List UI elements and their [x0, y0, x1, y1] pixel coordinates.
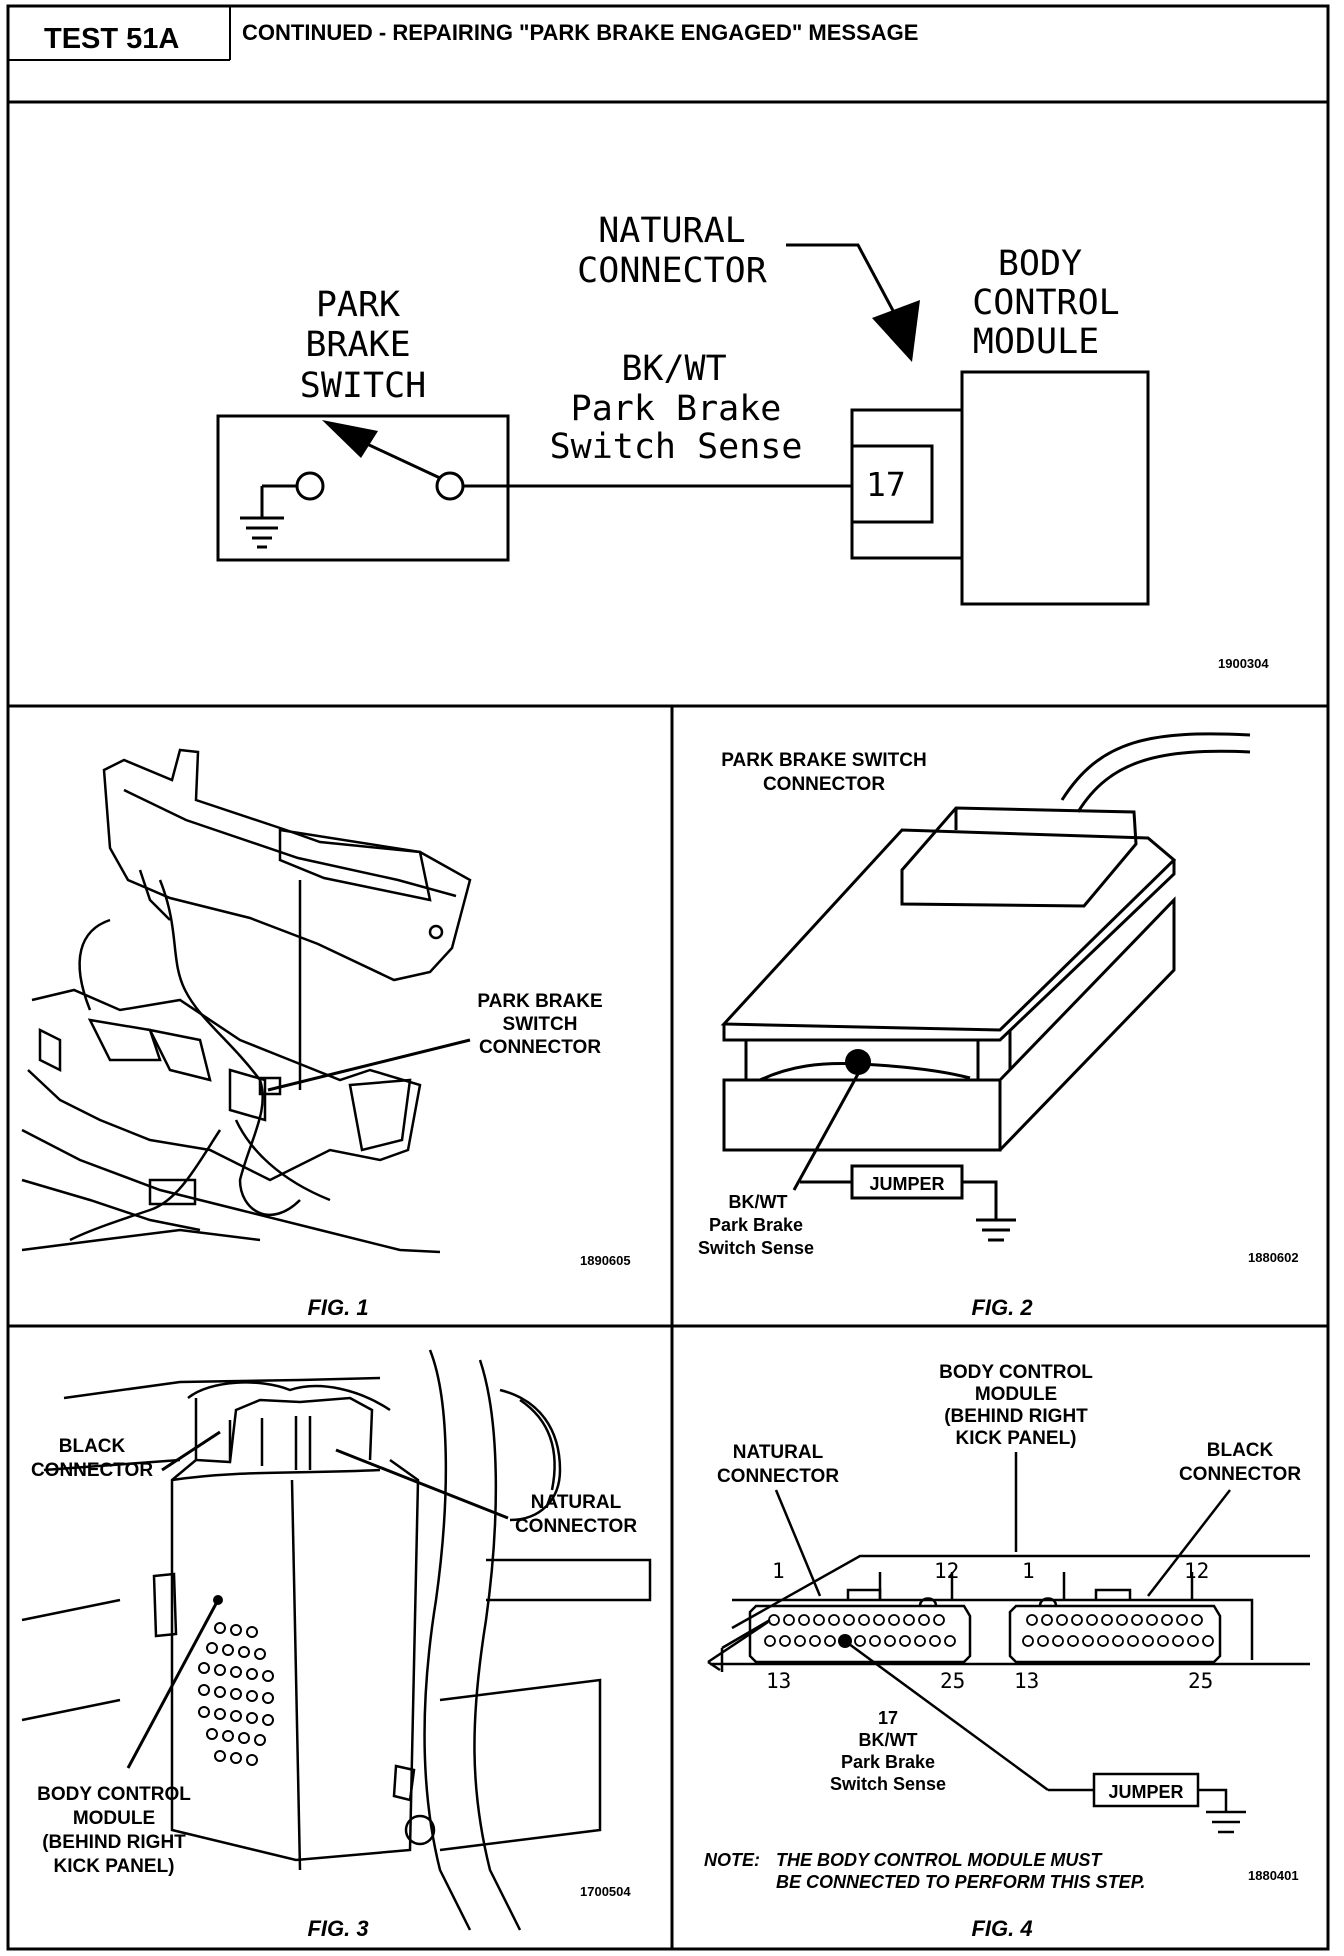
fig2-ref: 1880602 — [1248, 1250, 1299, 1265]
park-brake-switch-box — [216, 414, 510, 562]
fig4-module-housing — [731, 1554, 1310, 1630]
fig4-jumper-label: JUMPER — [1108, 1782, 1183, 1802]
fig2-wire-label-line1: BK/WT — [729, 1192, 788, 1212]
fig3-vent-holes — [198, 1622, 274, 1766]
fig4-note-label: NOTE: — [704, 1850, 760, 1870]
fig4-black-connector-line2: CONNECTOR — [1179, 1464, 1301, 1485]
module-label-line3: MODULE — [973, 322, 1099, 362]
fig1-ref: 1890605 — [580, 1253, 631, 1268]
fig1-illustration — [21, 748, 472, 1254]
fig1-caption: FIG. 1 — [307, 1295, 368, 1320]
fig4-natural-pin-12: 12 — [934, 1559, 959, 1583]
fig4-black-leader — [1147, 1489, 1231, 1597]
fig4-wire-label-line1: 17 — [878, 1708, 898, 1728]
connector-label-line2: CONNECTOR — [577, 251, 768, 291]
fig4-module-line3: (BEHIND RIGHT — [944, 1406, 1088, 1427]
fig4-note-line2: BE CONNECTED TO PERFORM THIS STEP. — [776, 1872, 1145, 1892]
fig3-module-leader — [126, 1599, 220, 1769]
fig1-callout-leader — [267, 1038, 471, 1092]
fig2-title-line2: CONNECTOR — [763, 774, 885, 795]
pin-number: 17 — [866, 465, 906, 504]
schematic: PARK BRAKE SWITCH BK/WT Park Brake Switc… — [216, 211, 1269, 671]
wire-label-line3: Switch Sense — [550, 427, 803, 467]
fig3-natural-connector-line1: NATURAL — [531, 1492, 622, 1513]
module-label-line2: CONTROL — [972, 283, 1120, 323]
fig4-natural-pin-1: 1 — [772, 1559, 785, 1583]
fig2-wire-to-label — [792, 1073, 860, 1191]
fig3-module-dot — [213, 1595, 223, 1605]
fig4-wire-label-line4: Switch Sense — [830, 1774, 946, 1794]
switch-contact-signal — [435, 471, 465, 501]
fig4-black-connector-line1: BLACK — [1207, 1440, 1274, 1461]
fig2-caption: FIG. 2 — [971, 1295, 1033, 1320]
fig4-black-pins — [1022, 1614, 1214, 1647]
outer-frame — [6, 4, 1330, 1951]
switch-contact-ground — [295, 471, 325, 501]
fig2-title-line1: PARK BRAKE SWITCH — [721, 750, 926, 771]
fig4-natural-pin-13: 13 — [766, 1669, 791, 1693]
header-title: CONTINUED - REPAIRING "PARK BRAKE ENGAGE… — [242, 20, 918, 45]
fig4-caption: FIG. 4 — [971, 1916, 1032, 1941]
fig4-natural-pins — [764, 1614, 956, 1647]
fig3-natural-connector-line2: CONNECTOR — [515, 1516, 637, 1537]
wire-label-line2: Park Brake — [571, 389, 782, 429]
fig1-callout-line3: CONNECTOR — [479, 1037, 601, 1058]
fig4-wire-label-line2: BK/WT — [859, 1730, 918, 1750]
fig3-natural-connector-leader — [335, 1448, 509, 1520]
module-label-line1: BODY — [998, 244, 1082, 284]
fig4-module-line1: BODY CONTROL — [939, 1362, 1093, 1383]
fig3-module-line2: MODULE — [73, 1808, 155, 1829]
fig4-ground-symbol — [1198, 1788, 1246, 1834]
fig4-natural-leader — [774, 1489, 822, 1597]
fig2-wire-label-line2: Park Brake — [709, 1215, 803, 1235]
switch-label-line2: BRAKE — [305, 325, 410, 365]
fig3-caption: FIG. 3 — [307, 1916, 368, 1941]
fig3-black-connector-line2: CONNECTOR — [31, 1460, 153, 1481]
fig3-illustration — [21, 1349, 652, 1931]
pin-17-box — [850, 444, 934, 524]
fig3-module-line3: (BEHIND RIGHT — [42, 1832, 186, 1853]
fig3-module-line4: KICK PANEL) — [53, 1856, 174, 1877]
fig4-natural-connector-line2: CONNECTOR — [717, 1466, 839, 1487]
fig4-natural-pin-25: 25 — [940, 1669, 965, 1693]
connector-arrowhead — [872, 300, 920, 362]
fig4-black-connector — [1008, 1604, 1222, 1664]
fig2-terminal-dot — [845, 1049, 871, 1075]
fig2-jumper-label: JUMPER — [869, 1174, 944, 1194]
fig4-black-pin-12: 12 — [1184, 1559, 1209, 1583]
fig4-black-pin-13: 13 — [1014, 1669, 1039, 1693]
test-id: TEST 51A — [44, 23, 179, 55]
fig3-module-line1: BODY CONTROL — [37, 1784, 191, 1805]
fig4-module-line4: KICK PANEL) — [955, 1428, 1076, 1449]
connector-leader — [786, 243, 900, 321]
fig4-natural-connector-line1: NATURAL — [733, 1442, 824, 1463]
fig1-callout-line2: SWITCH — [503, 1014, 578, 1035]
fig1-callout-line1: PARK BRAKE — [477, 991, 602, 1012]
body-control-module-box — [960, 370, 1150, 606]
fig4-wire — [844, 1639, 1049, 1792]
fig4-note-line1: THE BODY CONTROL MODULE MUST — [776, 1850, 1103, 1870]
fig2-connector-illustration — [720, 732, 1251, 1152]
fig3-black-connector-line1: BLACK — [59, 1436, 126, 1457]
schematic-ref: 1900304 — [1218, 656, 1269, 671]
fig4-wire-label-line3: Park Brake — [841, 1752, 935, 1772]
fig4-module-line2: MODULE — [975, 1384, 1057, 1405]
fig4-ref: 1880401 — [1248, 1868, 1299, 1883]
switch-label-line1: PARK — [316, 285, 400, 325]
fig4-black-pin-25: 25 — [1188, 1669, 1213, 1693]
fig3-black-connector-leader — [161, 1430, 221, 1472]
fig2-ground-symbol — [962, 1180, 1016, 1242]
fig3-ref: 1700504 — [580, 1884, 631, 1899]
switch-label-line3: SWITCH — [300, 366, 426, 406]
switch-arrowhead — [322, 420, 378, 458]
fig4-natural-connector — [748, 1604, 972, 1664]
wire-label-line1: BK/WT — [621, 349, 726, 389]
connector-label-line1: NATURAL — [598, 211, 746, 251]
fig4-black-pin-1: 1 — [1022, 1559, 1035, 1583]
fig2-wire-label-line3: Switch Sense — [698, 1238, 814, 1258]
